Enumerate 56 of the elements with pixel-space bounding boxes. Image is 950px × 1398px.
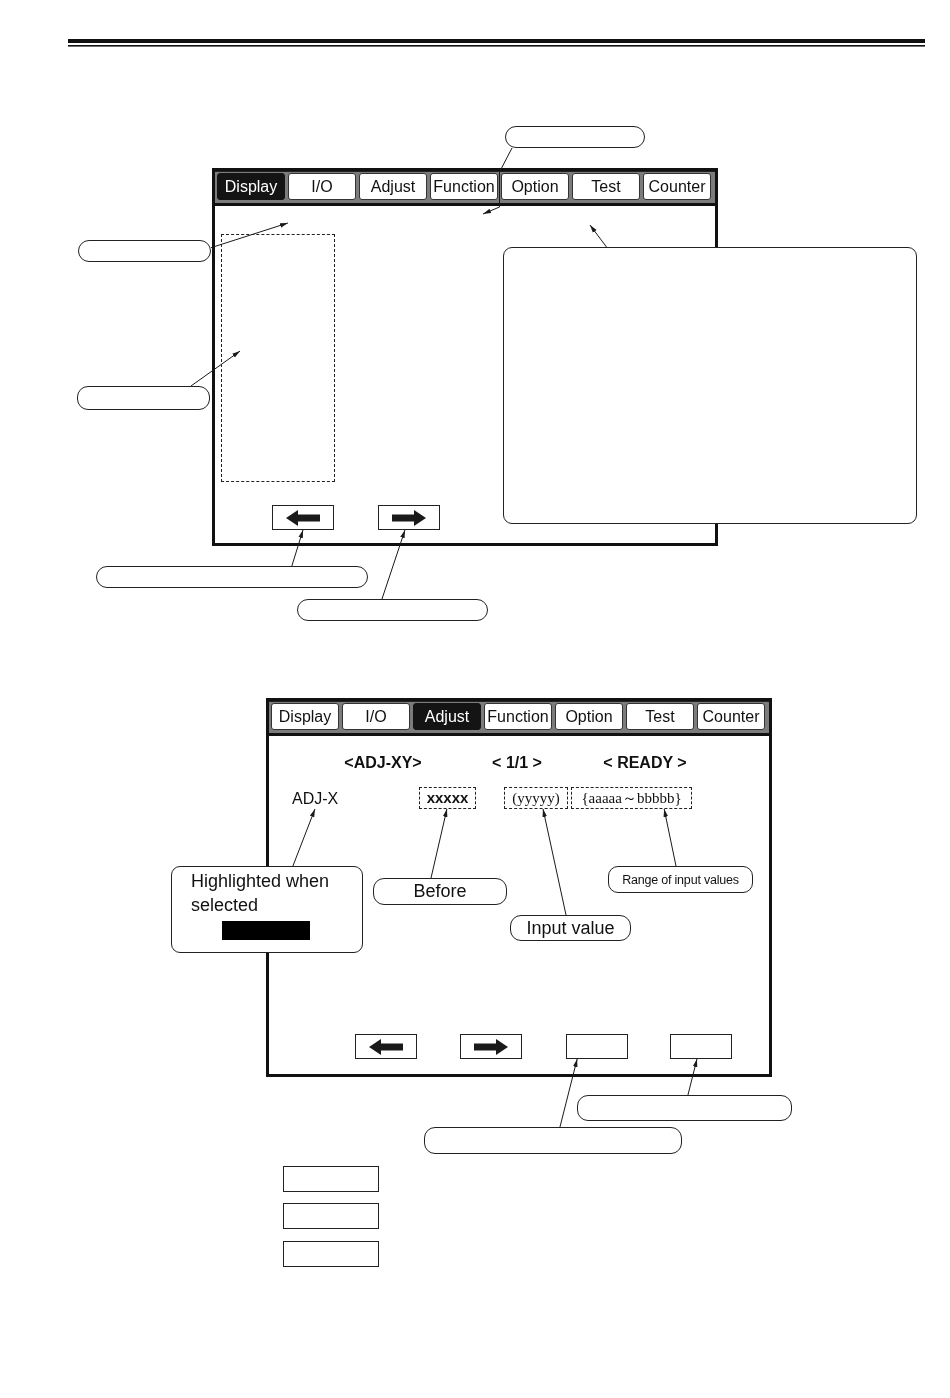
callout: Before — [373, 878, 507, 905]
selection-area — [221, 234, 335, 482]
input-value: (yyyyy) — [504, 787, 568, 809]
leader-line — [291, 529, 304, 567]
callout — [297, 599, 488, 621]
leader-line — [482, 147, 513, 215]
current-value: xxxxx — [419, 787, 476, 809]
menu-tab: Adjust — [413, 703, 481, 730]
menu-tab: Test — [626, 703, 694, 730]
callout — [77, 386, 210, 410]
callout — [577, 1095, 792, 1121]
leader-line — [542, 808, 567, 916]
blank-button — [670, 1034, 732, 1059]
menu-tab: Display — [217, 173, 285, 200]
callout: Input value — [510, 915, 631, 941]
callout — [96, 566, 368, 588]
menu-tab: Function — [484, 703, 552, 730]
leader-line — [589, 224, 607, 248]
callout — [503, 247, 917, 524]
menu-tab: Counter — [643, 173, 711, 200]
callout — [505, 126, 645, 148]
arrow-button — [355, 1034, 417, 1059]
leader-line — [210, 222, 289, 249]
leader-line — [381, 529, 406, 600]
empty-rectangle — [283, 1241, 379, 1267]
arrow-button — [272, 505, 334, 530]
screen-heading: <ADJ-XY> — [344, 754, 422, 772]
menu-tab: I/O — [288, 173, 356, 200]
callout — [171, 866, 363, 953]
status-text: < READY > — [603, 754, 687, 772]
menu-tab: Option — [555, 703, 623, 730]
callout — [424, 1127, 682, 1154]
menu-tab: Counter — [697, 703, 765, 730]
callout: Range of input values — [608, 866, 753, 893]
empty-rectangle — [283, 1203, 379, 1229]
menu-tab: Option — [501, 173, 569, 200]
value-range: {aaaaa～bbbbb} — [571, 787, 692, 809]
blank-button — [566, 1034, 628, 1059]
menu-tab: I/O — [342, 703, 410, 730]
menu-tab: Adjust — [359, 173, 427, 200]
empty-rectangle — [283, 1166, 379, 1192]
leader-line — [663, 808, 677, 867]
page-indicator: < 1/1 > — [492, 754, 542, 772]
leader-line — [190, 350, 241, 387]
item-name: ADJ-X — [292, 789, 348, 809]
menu-tab: Display — [271, 703, 339, 730]
leader-line — [292, 808, 316, 867]
callout — [78, 240, 211, 262]
leader-line — [559, 1058, 578, 1128]
leader-line — [430, 808, 448, 879]
menu-tab: Test — [572, 173, 640, 200]
menu-tab: Function — [430, 173, 498, 200]
arrow-button — [378, 505, 440, 530]
leader-line — [687, 1058, 698, 1096]
callout-text: Highlighted when selected — [191, 871, 330, 915]
arrow-button — [460, 1034, 522, 1059]
